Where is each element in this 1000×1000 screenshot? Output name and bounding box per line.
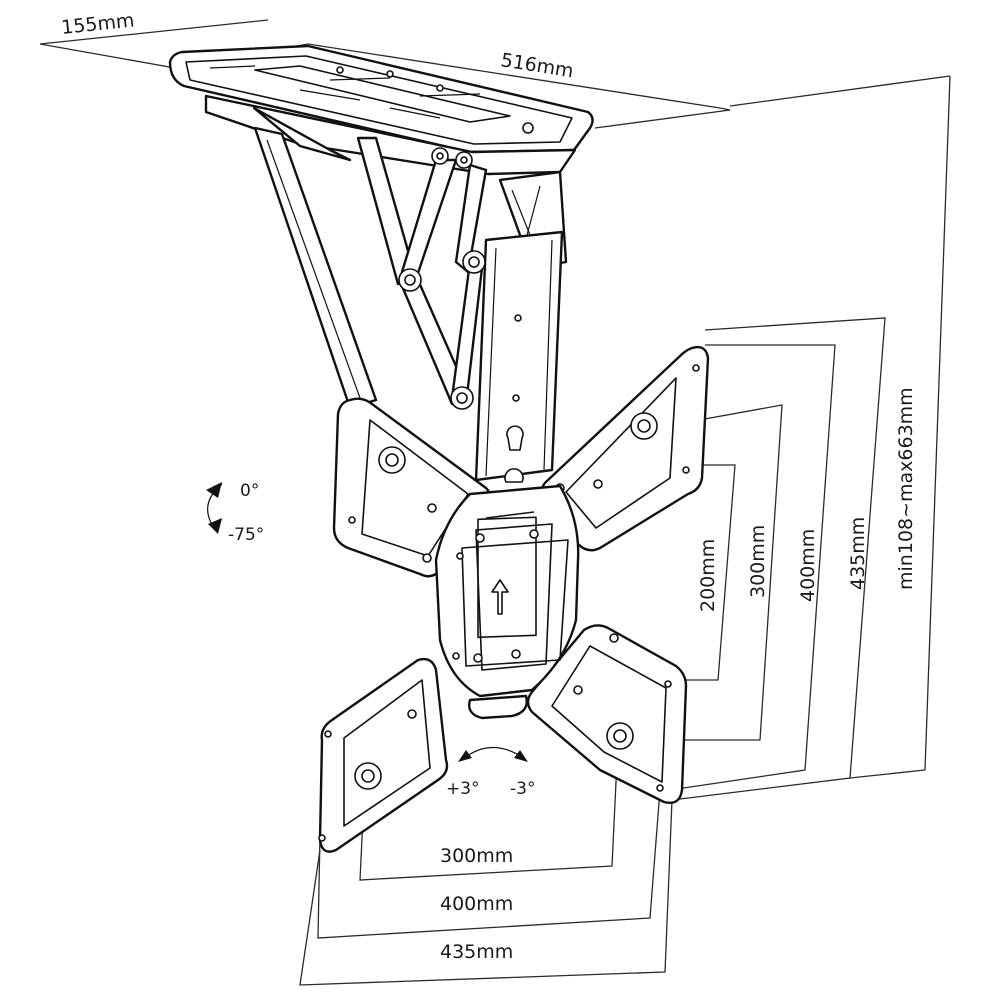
vesa-vertical-300-label: 300mm [747,525,769,598]
width-label: 516mm [499,49,575,82]
swivel-right-label: -3° [510,779,535,799]
linkage-arms [253,126,568,483]
vesa-horizontal-400-label: 400mm [440,893,513,915]
tilt-top-label: 0° [240,481,259,501]
vesa-vertical-435-label: 435mm [847,517,869,590]
vesa-vertical-400-label: 400mm [797,529,819,602]
vesa-plate [318,345,710,853]
ceiling-plate [168,44,594,176]
height-range-label: min108~max663mm [895,387,917,590]
swivel-left-label: +3° [446,779,480,799]
tilt-indicator [206,482,223,534]
swivel-indicator [458,746,528,762]
vesa-horizontal-300-label: 300mm [440,845,513,867]
tilt-bottom-label: -75° [228,525,264,545]
up-arrow-icon [491,579,509,615]
vesa-vertical-200-label: 200mm [697,539,719,612]
vesa-horizontal-435-label: 435mm [440,941,513,963]
